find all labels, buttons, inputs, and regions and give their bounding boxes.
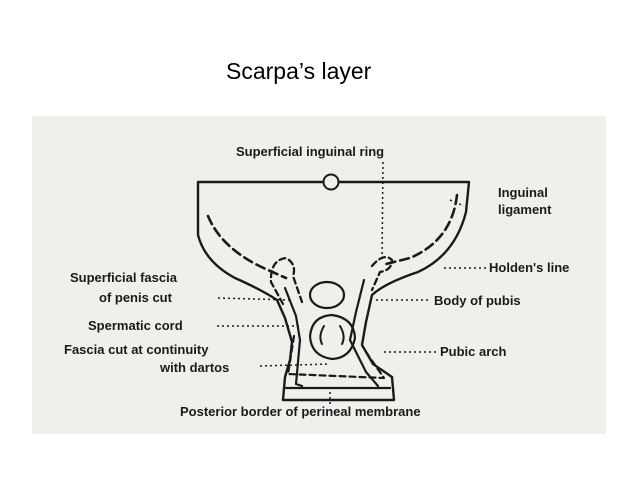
- inner-dashed-u: [286, 334, 386, 380]
- superficial-inguinal-ring-circle: [322, 173, 340, 191]
- leader-line-penis-fascia: [217, 297, 293, 301]
- outer-boundary-line: [196, 180, 471, 402]
- label-superficial-fascia-line2: of penis cut: [99, 290, 173, 305]
- penis-fascia-right-hook: [370, 255, 394, 292]
- label-body-of-pubis: Body of pubis: [434, 293, 521, 308]
- label-inguinal-ligament-line1: Inguinal: [498, 185, 548, 200]
- label-fascia-cut-line2: with dartos: [159, 360, 229, 375]
- label-inguinal-ligament-line2: ligament: [498, 202, 552, 217]
- inner-left-limb: [283, 286, 304, 388]
- label-spermatic-cord: Spermatic cord: [88, 318, 183, 333]
- scarpa-layer-right-dashed: [384, 193, 459, 266]
- scarpa-layer-left-dashed: [206, 214, 288, 280]
- label-fascia-cut-line1: Fascia cut at continuity: [64, 342, 209, 357]
- label-holdens-line: Holden's line: [489, 260, 569, 275]
- slide-title: Scarpa’s layer: [226, 58, 372, 84]
- label-pubic-arch: Pubic arch: [440, 344, 507, 359]
- scanned-figure-background: [32, 116, 606, 434]
- label-posterior-border: Posterior border of perineal membrane: [180, 404, 421, 419]
- penis-fascia-left-hook: [269, 256, 304, 306]
- penis-inner-notch: [319, 325, 345, 345]
- leader-line-fascia-cut: [259, 363, 331, 367]
- label-superficial-fascia-line1: Superficial fascia: [70, 270, 178, 285]
- penis-cross-section: [308, 313, 357, 361]
- leader-line-inguinal-ring: [381, 161, 384, 263]
- spermatic-cord-circle: [308, 280, 346, 310]
- label-superficial-inguinal-ring: Superficial inguinal ring: [236, 144, 384, 159]
